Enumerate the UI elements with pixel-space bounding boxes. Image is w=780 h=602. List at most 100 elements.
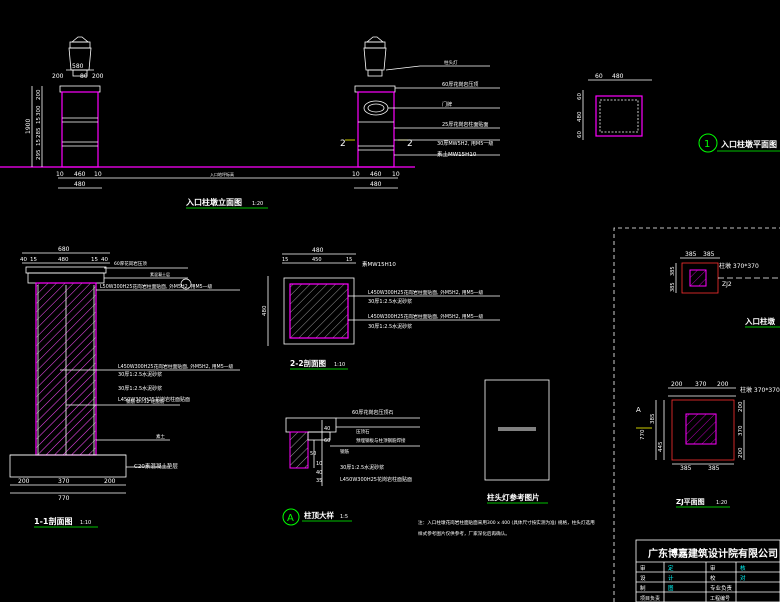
svg-text:门牌: 门牌 — [442, 101, 452, 108]
elevation-drawing: 2 2 580 200 80 200 1900 295 15 285 15 30… — [0, 36, 500, 209]
svg-text:柱墩 370*370: 柱墩 370*370 — [740, 386, 780, 394]
svg-text:核: 核 — [740, 564, 746, 572]
svg-text:C20素混凝土垫层: C20素混凝土垫层 — [134, 462, 178, 470]
svg-text:35: 35 — [316, 478, 322, 484]
plan1-symbol: 1 — [704, 139, 710, 150]
svg-text:L450W300H25花岗岩柱面贴面, 外M5H2, 用M5: L450W300H25花岗岩柱面贴面, 外M5H2, 用M5一级 — [368, 289, 484, 296]
zj-top: 385 385 柱墩 370*370 ZJ2 385 385 入口柱墩 — [670, 251, 780, 328]
title-zj-plan: ZJ平面图 — [676, 497, 705, 506]
dim-b-10b: 10 — [94, 171, 102, 178]
svg-text:图: 图 — [668, 584, 674, 592]
title-section22: 2-2剖面图 — [290, 358, 327, 368]
dim-v-1900: 1900 — [25, 119, 32, 134]
svg-text:钢筋: 钢筋 — [340, 448, 349, 455]
svg-text:385: 385 — [685, 251, 697, 258]
svg-text:450: 450 — [312, 257, 322, 263]
svg-text:L50W300H25花岗岩柱面贴面, 外M5H2, 用M5一: L50W300H25花岗岩柱面贴面, 外M5H2, 用M5一级 — [100, 283, 212, 290]
svg-text:480: 480 — [58, 257, 69, 263]
dim-b-480: 480 — [74, 181, 86, 188]
svg-text:385: 385 — [680, 465, 692, 472]
svg-text:15: 15 — [346, 257, 352, 263]
svg-text:60厚花岗岩压顶: 60厚花岗岩压顶 — [442, 81, 478, 88]
general-notes: 注：入口柱墩花岗岩柱面贴面采用300 x 400 (具体尺寸按实测为准) 规格，… — [418, 519, 595, 537]
svg-text:10: 10 — [316, 461, 322, 467]
scale-elevation: 1:20 — [252, 201, 263, 207]
dim-v-15b: 15 — [36, 117, 42, 124]
svg-text:40: 40 — [324, 426, 330, 432]
svg-text:审: 审 — [710, 564, 716, 572]
svg-text:工程编号: 工程编号 — [710, 595, 730, 602]
svg-text:30厚1:2.5水泥砂浆: 30厚1:2.5水泥砂浆 — [118, 385, 162, 392]
dim-v-300: 300 — [36, 105, 42, 116]
ground-label: 入口地坪标高 — [210, 171, 234, 177]
svg-text:30厚MW5H2, 用M5一级: 30厚MW5H2, 用M5一级 — [437, 140, 493, 147]
svg-text:1:10: 1:10 — [80, 520, 91, 526]
svg-text:200: 200 — [104, 478, 116, 485]
svg-text:50: 50 — [310, 451, 316, 457]
title-lamp: 柱头灯参考图片 — [487, 492, 540, 502]
svg-text:15: 15 — [30, 257, 37, 263]
plan1-drawing: 60 480 60 480 60 1 入口柱墩平面图 — [577, 73, 780, 153]
section22-notes: L450W300H25花岗岩柱面贴面, 外M5H2, 用M5一级 30厚1:2.… — [348, 289, 500, 330]
svg-text:370: 370 — [58, 478, 70, 485]
svg-text:30厚1:2.5水泥砂浆: 30厚1:2.5水泥砂浆 — [340, 464, 384, 471]
svg-text:25厚花岗岩柱面贴面: 25厚花岗岩柱面贴面 — [442, 121, 488, 128]
detail-drawing: 60厚花岗岩压顶石 压顶石 预埋钢板与柱顶钢筋焊接 钢筋 30厚1:2.5水泥砂… — [282, 409, 420, 526]
svg-text:素土MW15H10: 素土MW15H10 — [437, 150, 477, 158]
svg-text:ZJ2: ZJ2 — [722, 281, 732, 288]
title-plan1: 入口柱墩平面图 — [720, 139, 777, 149]
svg-text:对: 对 — [740, 574, 746, 582]
dim-br-10a: 10 — [352, 171, 360, 178]
svg-text:200: 200 — [18, 478, 30, 485]
dim-v-285: 285 — [36, 127, 42, 138]
svg-text:60: 60 — [577, 93, 583, 100]
svg-text:200: 200 — [717, 381, 729, 388]
svg-text:480: 480 — [262, 305, 268, 316]
zj-plan: 200 370 200 柱墩 370*370 A 385 770 445 385… — [636, 381, 780, 508]
svg-text:60: 60 — [577, 131, 583, 138]
svg-text:样式参考图片仅供参考，厂家深化后再确认。: 样式参考图片仅供参考，厂家深化后再确认。 — [418, 530, 510, 537]
section11-drawing: 680 40 15 480 15 40 60厚花岗岩压顶 素混凝土层 L50W3… — [9, 246, 240, 528]
svg-text:项目负责: 项目负责 — [640, 595, 660, 602]
left-pillar — [59, 36, 101, 168]
svg-text:200: 200 — [738, 447, 744, 458]
lamp-reference: 柱头灯参考图片 — [484, 379, 550, 504]
dim-br-480: 480 — [370, 181, 382, 188]
svg-text:445: 445 — [658, 441, 664, 452]
cut-2-right: 2 — [407, 139, 413, 149]
detail-notes: 60厚花岗岩压顶石 压顶石 预埋钢板与柱顶钢筋焊接 钢筋 30厚1:2.5水泥砂… — [330, 409, 420, 483]
title-section11: 1-1剖面图 — [34, 516, 72, 526]
svg-text:15: 15 — [282, 257, 288, 263]
svg-text:680: 680 — [58, 246, 70, 253]
svg-text:素MW15H10: 素MW15H10 — [362, 260, 396, 268]
svg-text:30厚1:2.5水泥砂浆: 30厚1:2.5水泥砂浆 — [368, 298, 412, 305]
svg-text:1:20: 1:20 — [716, 500, 727, 506]
title-block: 广东博嘉建筑设计院有限公司 审 定 审 核 设 计 校 对 制 图 专业负责 项… — [635, 539, 780, 602]
svg-text:480: 480 — [312, 247, 324, 254]
svg-text:385: 385 — [670, 266, 676, 276]
dim-80: 80 — [80, 73, 88, 80]
title-detail: 柱顶大样 — [304, 510, 334, 520]
section22-drawing: 480 15 450 15 素MW15H10 480 L450W300H25花岗… — [262, 247, 500, 370]
svg-text:预埋钢板与柱顶钢筋焊接: 预埋钢板与柱顶钢筋焊接 — [356, 437, 406, 444]
svg-text:校: 校 — [710, 574, 716, 582]
svg-text:钢筋 Ø=32 砼配筋: 钢筋 Ø=32 砼配筋 — [126, 398, 165, 405]
elevation-notes: 柱头灯 60厚花岗岩压顶 门牌 25厚花岗岩柱面贴面 30厚MW5H2, 用M5… — [385, 59, 500, 158]
svg-text:压顶石: 压顶石 — [356, 429, 370, 435]
sheet-border — [613, 227, 780, 602]
svg-text:60: 60 — [595, 73, 603, 80]
dim-br-10b: 10 — [392, 171, 400, 178]
title-zj: 入口柱墩 — [744, 316, 775, 326]
section11-notes: 60厚花岗岩压顶 素混凝土层 L50W300H25花岗岩柱面贴面, 外M5H2,… — [60, 260, 240, 470]
svg-text:1:5: 1:5 — [340, 514, 348, 520]
svg-text:L450W300H25花岗岩柱面贴面, 外M5H2, 用M5: L450W300H25花岗岩柱面贴面, 外M5H2, 用M5一级 — [118, 363, 234, 370]
cut-2-left: 2 — [340, 139, 346, 149]
dim-b-460: 460 — [74, 171, 86, 178]
svg-text:40: 40 — [316, 470, 322, 476]
svg-text:定: 定 — [668, 564, 674, 572]
svg-text:1:10: 1:10 — [334, 362, 345, 368]
svg-text:审: 审 — [640, 564, 646, 572]
right-pillar — [354, 36, 396, 168]
dim-v-200: 200 — [36, 89, 42, 100]
